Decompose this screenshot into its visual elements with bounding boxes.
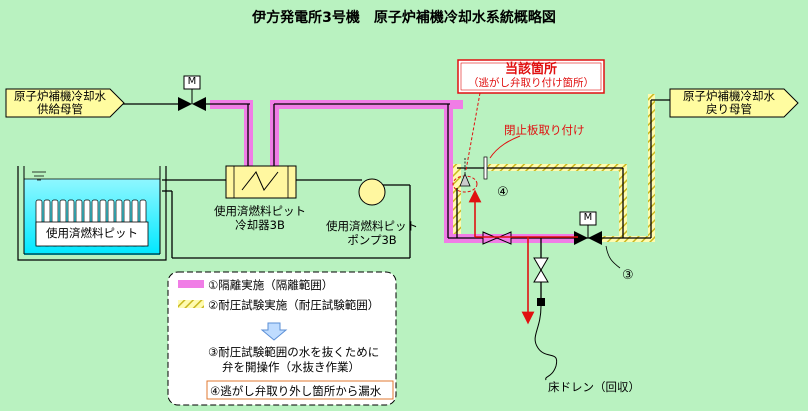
location-title: 当該箇所 [504,62,557,77]
legend-item-drain-line-1: ③耐圧試験範囲の水を抜くために [208,345,380,359]
motor-valve-return [574,211,602,245]
drain-hose [534,305,558,381]
supply-header-label-2: 供給母管 [37,102,83,116]
return-header-label-2: 戻り母管 [706,102,752,116]
spent-fuel-pit [17,166,167,261]
relief-valve-location [452,156,494,193]
item3-leader [605,245,621,269]
supply-header-label-1: 原子炉補機冷却水 [14,89,106,103]
cooler-label-1: 使用済燃料ピット [214,204,306,218]
motor-label-return: M [583,212,593,223]
pump-label-2: ポンプ3B [347,233,397,247]
item-3-marker: ③ [622,268,634,283]
cooler-label-2: 冷却器3B [235,218,285,232]
supply-header-box [5,88,125,118]
drain-valve [533,257,549,306]
location-subtitle: （逃がし弁取り付け箇所） [468,77,594,89]
legend-item-leak: ④逃がし弁取り外し箇所から漏水 [210,384,382,398]
location-box [457,59,605,94]
item-4-marker: ④ [497,185,509,200]
piping [122,99,680,300]
return-header-box [669,88,799,118]
legend-box [167,271,397,406]
leak-flow-path [468,189,578,325]
legend-item-drain-line-2: 弁を開操作（水抜き作業） [222,360,360,374]
bottom-isolation-valve [482,231,512,245]
motor-valve-supply [178,75,206,111]
pit-label: 使用済燃料ピット [46,226,138,240]
floor-drain-label: 床ドレン（回収） [548,380,640,394]
blind-flange-label: 閉止板取り付け [504,123,585,137]
blind-flange-leader [489,135,521,159]
motor-label-supply: M [187,76,197,87]
legend-item-pressure-test: ②耐圧試験実施（耐圧試験範囲） [208,298,380,312]
legend-item-isolation: ①隔離実施（隔離範囲） [208,278,334,292]
diagram-title: 伊方発電所3号機 原子炉補機冷却水系統概略図 [252,10,556,26]
return-header-label-1: 原子炉補機冷却水 [683,89,775,103]
cooler-3b [225,165,297,199]
pump-label-1: 使用済燃料ピット [326,219,418,233]
pump-3b [358,178,386,206]
